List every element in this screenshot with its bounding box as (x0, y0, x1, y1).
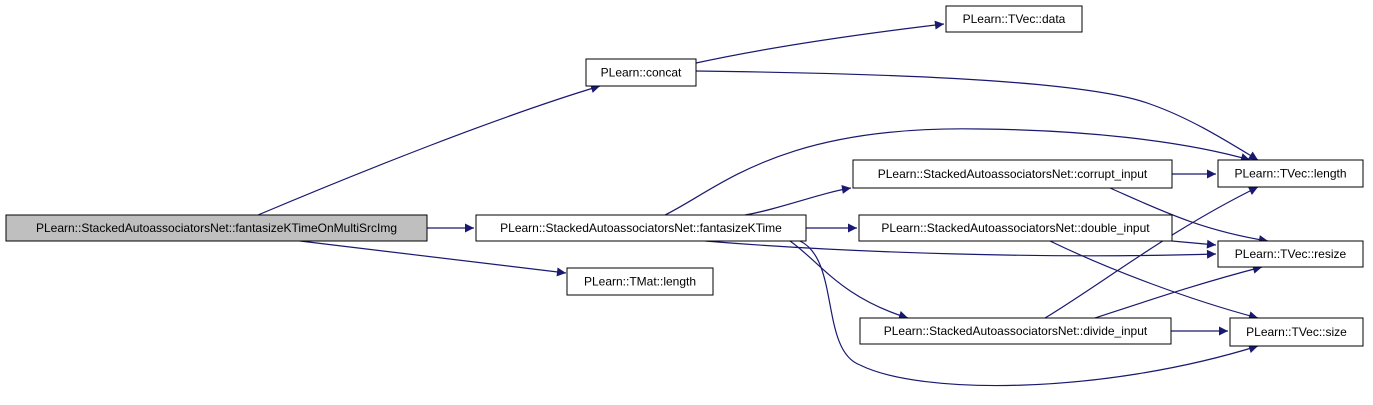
node-tvec_data[interactable]: PLearn::TVec::data (945, 5, 1083, 33)
edge-divide_input-to-tvec_resize (1094, 264, 1263, 319)
node-box (1217, 240, 1364, 268)
node-box (585, 58, 697, 87)
nodes: PLearn::StackedAutoassociatorsNet::fanta… (5, 5, 1364, 347)
node-box (945, 5, 1083, 33)
node-tvec_resize[interactable]: PLearn::TVec::resize (1217, 240, 1364, 268)
node-label: PLearn::StackedAutoassociatorsNet::doubl… (881, 221, 1150, 235)
edge-arrow (1044, 186, 1259, 319)
node-box (1217, 159, 1364, 188)
node-box (859, 317, 1172, 345)
node-label: PLearn::concat (601, 66, 682, 80)
node-tvec_size[interactable]: PLearn::TVec::size (1229, 317, 1364, 347)
node-corrupt_input[interactable]: PLearn::StackedAutoassociatorsNet::corru… (852, 159, 1173, 189)
node-label: PLearn::StackedAutoassociatorsNet::divid… (884, 324, 1148, 338)
edge-double_input-to-tvec_size (1049, 240, 1259, 321)
edge-arrow (257, 84, 601, 216)
edge-arrow (695, 70, 1259, 161)
edge-arrow (1049, 240, 1259, 321)
edge-fantasizeKTime-to-tvec_resize (704, 240, 1217, 259)
edge-arrow (799, 240, 1259, 387)
edge-double_input-to-tvec_resize (1171, 239, 1217, 249)
edge-concat-to-tvec_length (695, 70, 1259, 161)
node-fantasizeKTime[interactable]: PLearn::StackedAutoassociatorsNet::fanta… (475, 214, 807, 242)
edge-arrow (789, 240, 909, 320)
node-box (566, 267, 714, 296)
node-double_input[interactable]: PLearn::StackedAutoassociatorsNet::doubl… (858, 214, 1173, 242)
node-label: PLearn::TVec::size (1246, 325, 1347, 339)
node-tvec_length[interactable]: PLearn::TVec::length (1217, 159, 1364, 188)
node-tmat_length[interactable]: PLearn::TMat::length (566, 267, 714, 296)
edge-arrow (1109, 187, 1269, 245)
node-box (852, 159, 1173, 189)
node-divide_input[interactable]: PLearn::StackedAutoassociatorsNet::divid… (859, 317, 1172, 345)
edge-arrow (664, 128, 1251, 216)
edge-fantasizeKTimeOnMultiSrcImg-to-tmat_length (299, 240, 567, 277)
node-label: PLearn::TVec::resize (1235, 247, 1347, 261)
edge-fantasizeKTime-to-divide_input (789, 240, 909, 320)
node-fantasizeKTimeOnMultiSrcImg[interactable]: PLearn::StackedAutoassociatorsNet::fanta… (5, 214, 428, 242)
node-box (1229, 317, 1364, 347)
node-concat[interactable]: PLearn::concat (585, 58, 697, 87)
edge-fantasizeKTime-to-corrupt_input (744, 184, 852, 216)
node-label: PLearn::StackedAutoassociatorsNet::fanta… (36, 221, 397, 235)
edge-arrow (704, 240, 1217, 259)
edge-arrow (695, 20, 945, 64)
edge-concat-to-tvec_data (695, 20, 945, 64)
edge-arrow (299, 240, 567, 277)
edges (257, 20, 1269, 387)
edge-fantasizeKTime-to-tvec_length (664, 128, 1251, 216)
node-box (475, 214, 807, 242)
edge-arrow (1171, 239, 1217, 249)
node-label: PLearn::StackedAutoassociatorsNet::fanta… (500, 221, 782, 235)
node-label: PLearn::StackedAutoassociatorsNet::corru… (878, 167, 1148, 181)
edge-corrupt_input-to-tvec_resize (1109, 187, 1269, 245)
edge-fantasizeKTime-to-tvec_size (799, 240, 1259, 387)
node-box (858, 214, 1173, 242)
node-label: PLearn::TVec::length (1234, 167, 1346, 181)
edge-divide_input-to-tvec_length (1044, 186, 1259, 319)
edge-arrow (744, 184, 852, 216)
node-box (5, 214, 428, 242)
node-label: PLearn::TMat::length (584, 275, 696, 289)
node-label: PLearn::TVec::data (963, 12, 1066, 26)
edge-fantasizeKTimeOnMultiSrcImg-to-concat (257, 84, 601, 216)
edge-arrow (1094, 264, 1263, 319)
